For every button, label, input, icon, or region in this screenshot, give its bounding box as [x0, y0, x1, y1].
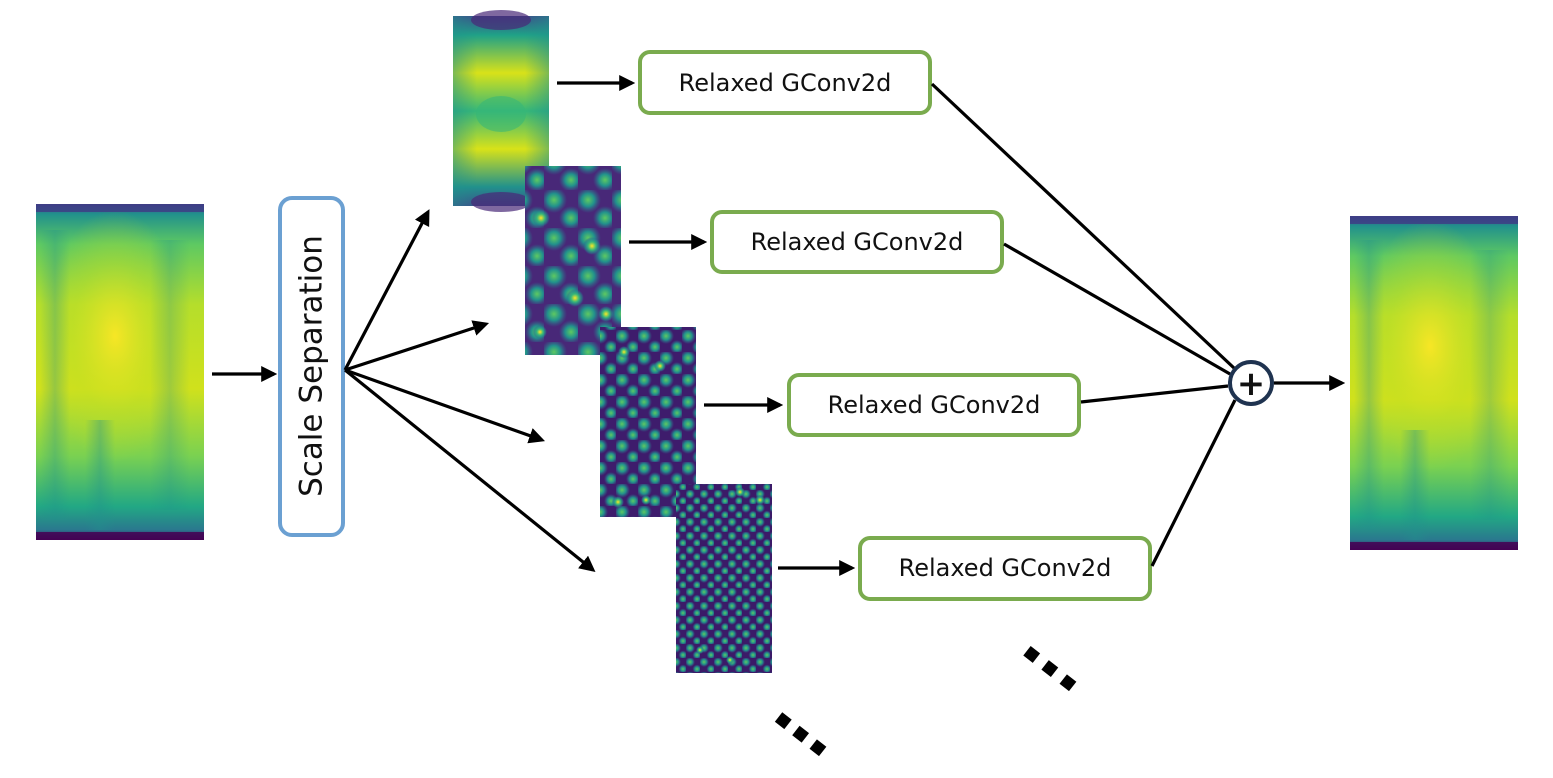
- relaxed-gconv2d-block-4: Relaxed GConv2d: [858, 536, 1152, 601]
- relaxed-gconv2d-block-2: Relaxed GConv2d: [710, 210, 1004, 274]
- input-field-image: [36, 204, 204, 540]
- plus-icon: +: [1237, 364, 1266, 404]
- scale-4-image: [676, 484, 772, 673]
- relaxed-gconv2d-block-1: Relaxed GConv2d: [638, 50, 932, 115]
- conv-input-arrows: [557, 75, 856, 576]
- relaxed-gconv2d-block-3: Relaxed GConv2d: [787, 373, 1081, 437]
- relaxed-gconv2d-label-3: Relaxed GConv2d: [828, 391, 1041, 419]
- scale-separation-box: Scale Separation: [278, 196, 345, 537]
- relaxed-gconv2d-label-1: Relaxed GConv2d: [679, 69, 892, 97]
- sum-node: +: [1228, 360, 1274, 406]
- ellipsis-dots-convs: [1023, 646, 1077, 692]
- converging-lines: [930, 82, 1237, 567]
- scale-separation-label: Scale Separation: [294, 235, 330, 497]
- relaxed-gconv2d-label-2: Relaxed GConv2d: [751, 228, 964, 256]
- output-field-image: [1350, 216, 1518, 550]
- scale-1-image: [453, 10, 549, 212]
- relaxed-gconv2d-label-4: Relaxed GConv2d: [899, 554, 1112, 582]
- ellipsis-dots-scales: [774, 712, 827, 757]
- scale-2-image: [525, 166, 621, 355]
- fan-out-arrows: [343, 209, 596, 573]
